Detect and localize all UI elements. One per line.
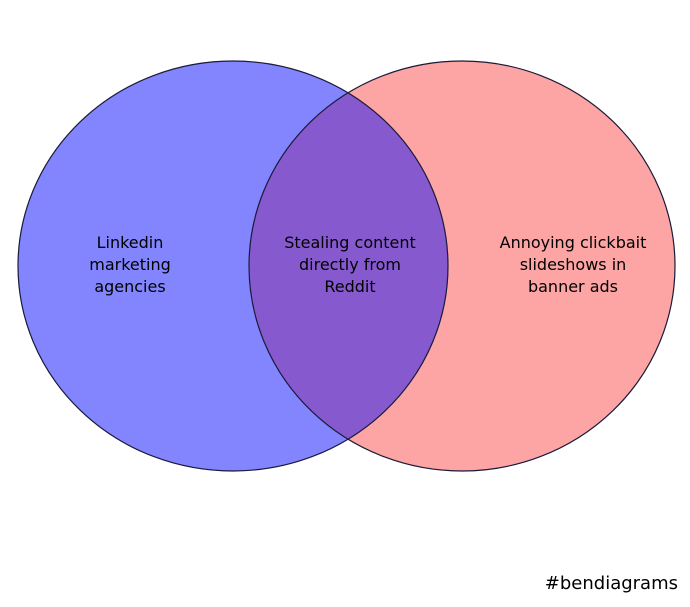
hashtag-caption: #bendiagrams xyxy=(544,573,678,594)
left-set-label: Linkedin marketing agencies xyxy=(89,233,171,296)
right-circle-outline xyxy=(248,60,676,472)
intersection-label: Stealing content directly from Reddit xyxy=(284,233,416,296)
intersection-region xyxy=(249,61,448,471)
left-circle-outline xyxy=(17,60,449,472)
right-set-label: Annoying clickbait slideshows in banner … xyxy=(499,233,647,296)
